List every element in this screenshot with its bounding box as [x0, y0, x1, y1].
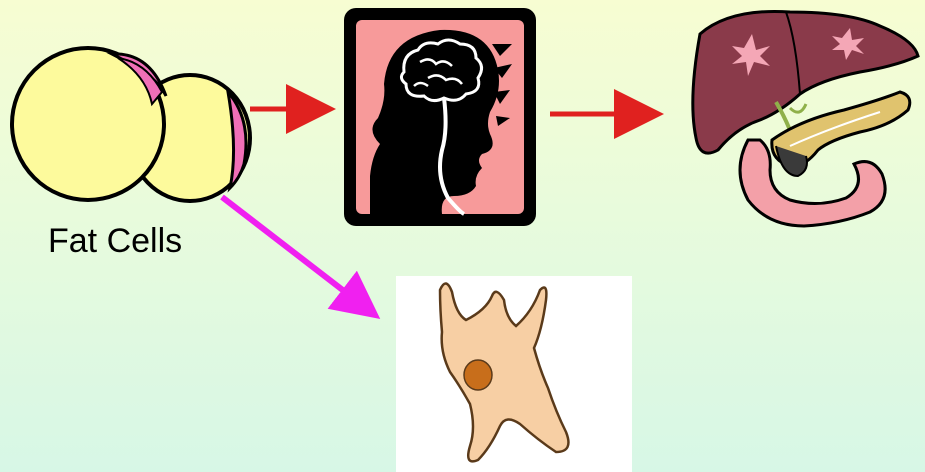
fat-cells-label: Fat Cells	[48, 222, 182, 261]
liver-pancreas-icon	[693, 11, 918, 226]
macrophage-cell-icon	[396, 276, 632, 472]
brain-head-icon	[344, 8, 536, 226]
fat-cells-icon	[12, 48, 250, 201]
